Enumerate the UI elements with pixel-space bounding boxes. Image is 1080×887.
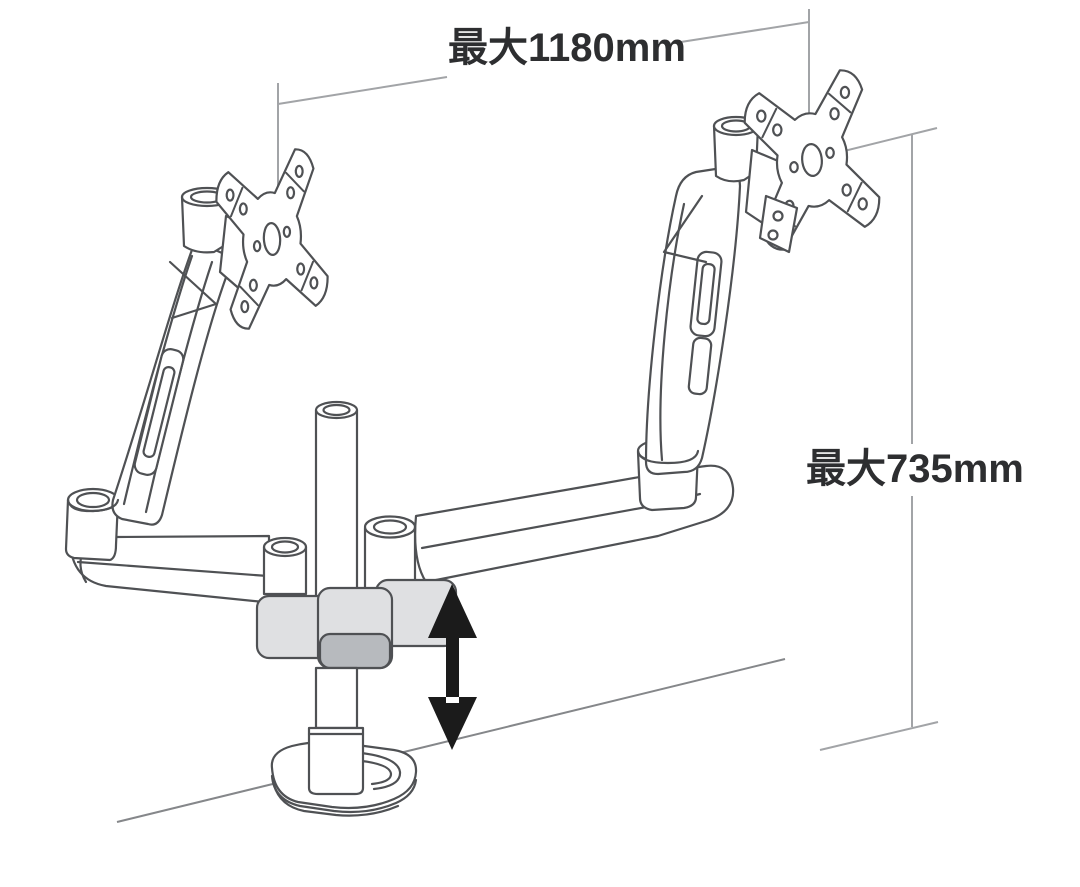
left-lower-arm (68, 534, 308, 607)
width-dim-right (667, 21, 810, 45)
right-elbow-rim (636, 449, 700, 465)
right-upper-arm (644, 166, 742, 476)
max-width-label: 最大1180mm (448, 26, 686, 70)
left-elbow-rim (66, 498, 120, 513)
center-pole (314, 400, 359, 606)
height-ext-bottom (819, 721, 939, 751)
width-dim-left (277, 76, 448, 105)
left-upper-arm (111, 242, 231, 526)
left-elbow-joint (64, 487, 120, 562)
up-down-arrow-icon (428, 584, 477, 750)
desk-clamp-base (270, 666, 418, 817)
right-head-bracket (758, 194, 799, 254)
monitor-arm-drawing (64, 64, 885, 817)
max-height-label: 最大735mm (806, 447, 1024, 491)
